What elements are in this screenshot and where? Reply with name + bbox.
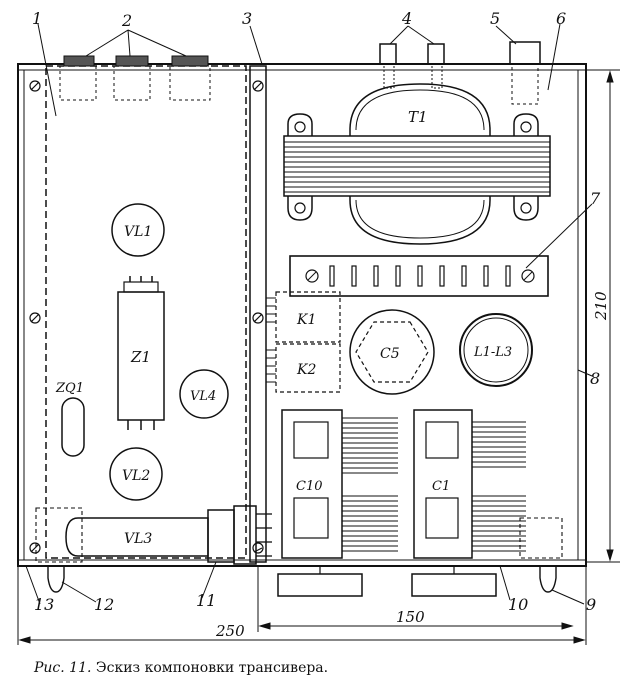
label-vl4: VL4: [190, 389, 216, 404]
front-knob-left: [277, 573, 363, 597]
capacitor-c5: [349, 309, 435, 395]
dimension-lines: [17, 69, 620, 645]
left-board-dashed: [45, 65, 247, 559]
chassis-outline: [17, 63, 587, 567]
callout-3: 3: [242, 9, 252, 28]
callout-7: 7: [590, 189, 601, 208]
terminal-strip: [289, 255, 549, 297]
transformer-t1: [283, 83, 551, 245]
label-c10: C10: [296, 479, 323, 494]
callout-6: 6: [556, 9, 566, 28]
relay-k2: [275, 343, 341, 393]
crystal-zq1: [61, 397, 85, 457]
chassis-screws: [29, 80, 264, 554]
tube-vl2: [109, 447, 163, 501]
tube-vl1: [111, 203, 165, 257]
label-vl2: VL2: [122, 468, 150, 484]
label-k1: K1: [296, 312, 316, 328]
label-z1: Z1: [130, 348, 151, 366]
front-knob-right: [411, 573, 497, 597]
callout-1: 1: [32, 9, 42, 28]
callout-8: 8: [590, 369, 600, 388]
label-l1l3: L1-L3: [473, 345, 512, 360]
label-vl3: VL3: [124, 531, 152, 547]
dimension-150: 150: [396, 608, 425, 626]
label-c1: C1: [432, 479, 450, 494]
figure-caption: Рис. 11. Эскиз компоновки трансивера.: [34, 660, 614, 676]
callout-13: 13: [34, 595, 54, 614]
capacitor-c1: [413, 409, 563, 559]
coil-l1-l3: [459, 313, 533, 387]
foot-left: [47, 566, 65, 593]
dimension-210: 210: [592, 291, 610, 321]
callout-10: 10: [508, 595, 528, 614]
callout-5: 5: [490, 9, 500, 28]
callout-9: 9: [586, 595, 596, 614]
relay-k1: [275, 291, 341, 343]
callout-11: 11: [196, 591, 216, 610]
filter-z1: [117, 276, 165, 430]
callout-12: 12: [94, 595, 114, 614]
dimension-250: 250: [215, 622, 245, 640]
relay-pins: [266, 297, 276, 383]
figure-caption-label: Рис. 11.: [34, 660, 92, 676]
callout-2: 2: [121, 11, 132, 30]
tube-vl4: [179, 369, 229, 419]
rf-connectors: [379, 43, 445, 89]
figure-caption-text: Эскиз компоновки трансивера.: [91, 660, 329, 676]
label-zq1: ZQ1: [55, 381, 84, 396]
foot-right: [539, 566, 557, 593]
label-c5: C5: [380, 346, 400, 362]
capacitor-c10: [281, 409, 398, 559]
partition-wall: [249, 65, 267, 563]
leader-lines: [25, 23, 593, 605]
callout-4: 4: [401, 9, 412, 28]
top-connectors: [59, 55, 211, 101]
label-t1: T1: [408, 108, 428, 126]
label-vl1: VL1: [124, 224, 152, 240]
tube-vl3: [35, 505, 272, 565]
connector-5: [509, 41, 541, 105]
label-k2: K2: [296, 362, 316, 378]
